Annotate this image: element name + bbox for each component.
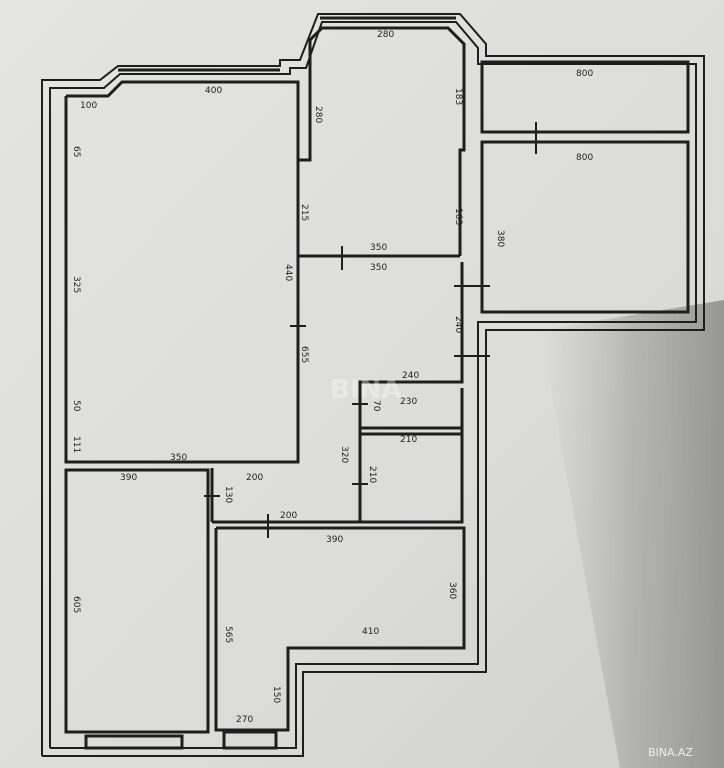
dim-bath-c: 210 <box>367 466 377 483</box>
dim-hall-left: 655 <box>299 346 309 363</box>
dim-bath-b: 210 <box>400 435 417 445</box>
dim-center-divider-b: 350 <box>370 263 387 273</box>
interior-walls <box>64 16 690 750</box>
dim-bottom-stub: 150 <box>271 686 281 703</box>
dim-hall-bottom: 390 <box>120 473 137 483</box>
dim-bottom-room-side: 360 <box>447 582 457 599</box>
dim-right-room-top: 800 <box>576 153 593 163</box>
dim-right-vertical-b: 163 <box>453 208 463 225</box>
dim-top-left-room: 400 <box>205 86 222 96</box>
dim-bottom-room-top: 390 <box>326 535 343 545</box>
dim-hall-width-side: 240 <box>453 316 463 333</box>
dim-left-small-a: 100 <box>80 101 97 111</box>
dim-hall-mid: 200 <box>246 473 263 483</box>
watermark-site: BINA.AZ <box>648 746 693 759</box>
watermark: BINA <box>330 375 401 405</box>
dim-bath-side: 70 <box>371 400 381 412</box>
dim-left-small-b: 65 <box>71 146 81 157</box>
dim-center-side: 280 <box>313 106 323 123</box>
dim-left-bottom-top: 350 <box>170 453 187 463</box>
dim-right-room-side: 380 <box>495 230 505 247</box>
dim-top-right-room: 800 <box>576 69 593 79</box>
dim-bath-a: 230 <box>400 397 417 407</box>
dim-center-side-b: 215 <box>299 204 309 221</box>
dim-bottom-stub-b: 270 <box>236 715 253 725</box>
dim-center-divider: 350 <box>370 243 387 253</box>
dim-hall-mid-b: 200 <box>280 511 297 521</box>
dim-top-room: 280 <box>377 30 394 40</box>
dim-center-vertical: 440 <box>283 264 293 281</box>
outer-walls <box>41 13 705 757</box>
dim-bottom-left-room-side: 605 <box>71 596 81 613</box>
dimension-labels: 400 280 800 800 380 325 111 100 65 50 28… <box>71 30 593 725</box>
dim-right-vertical: 183 <box>453 88 463 105</box>
dim-left-side-upper: 325 <box>71 276 81 293</box>
dim-bath-side-b: 320 <box>339 446 349 463</box>
dim-bottom-room-inner: 410 <box>362 627 379 637</box>
dim-bottom-room-left: 565 <box>223 626 233 643</box>
dim-hall-side: 130 <box>223 486 233 503</box>
photo-shadow <box>540 300 724 768</box>
dim-left-side-lower: 111 <box>71 436 81 453</box>
door-marks <box>204 122 537 538</box>
dim-hall-width: 240 <box>402 371 419 381</box>
dim-left-small-c: 50 <box>71 400 81 412</box>
